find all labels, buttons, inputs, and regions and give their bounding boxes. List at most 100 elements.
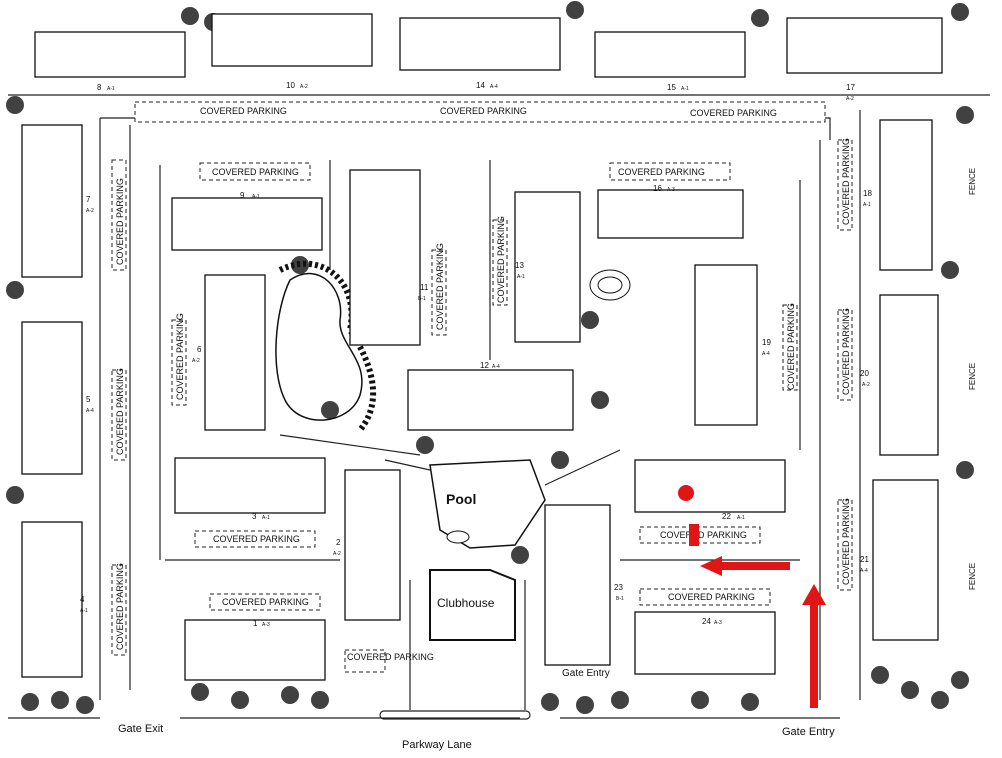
tree-icon <box>511 546 529 564</box>
building-2: 2 A-2 <box>333 469 401 621</box>
covered-parking-label: COVERED PARKING <box>213 534 300 544</box>
tree-icon <box>901 681 919 699</box>
building-number: 17 <box>846 83 855 92</box>
tree-icon <box>941 261 959 279</box>
tree-icon <box>576 696 594 714</box>
building-type: A-2 <box>333 551 341 557</box>
building-type: A-4 <box>492 364 500 370</box>
covered-parking-label: COVERED PARKING <box>841 138 851 225</box>
building-type: A-1 <box>262 515 270 521</box>
building-6: 6 A-2 <box>192 274 266 431</box>
covered-parking-label: COVERED PARKING <box>115 368 125 455</box>
place-labels: Gate Exit Parkway Lane Gate Entry Gate E… <box>118 168 977 751</box>
tree-icon <box>951 671 969 689</box>
inner-gate-entry-label: Gate Entry <box>562 668 610 679</box>
covered-parking-label: COVERED PARKING <box>115 178 125 265</box>
covered-parking-label: COVERED PARKING <box>660 530 747 540</box>
building-5: 5 A-4 <box>21 321 94 475</box>
building-number: 21 <box>860 555 869 564</box>
building-number: 1 <box>253 619 258 628</box>
building-type: B-1 <box>418 296 426 302</box>
building-17: 17 A-2 <box>786 17 943 102</box>
building-type: A-4 <box>86 408 94 414</box>
covered-parking-label: COVERED PARKING <box>668 592 755 602</box>
tree-icon <box>51 691 69 709</box>
building-number: 7 <box>86 195 91 204</box>
tree-icon <box>191 683 209 701</box>
building-number: 14 <box>476 81 485 90</box>
direction-arrow-up-icon <box>802 584 826 708</box>
location-dot-marker <box>678 485 694 501</box>
building-type: A-1 <box>737 515 745 521</box>
covered-parking-label: COVERED PARKING <box>212 167 299 177</box>
building-11: 11 B-1 <box>349 169 429 346</box>
tree-icon <box>321 401 339 419</box>
building-number: 2 <box>336 538 341 547</box>
building-type: A-4 <box>490 84 498 90</box>
buildings-layer: 8 A-1 10 A-2 14 A-4 15 A-1 17 A-2 <box>21 13 943 681</box>
building-number: 9 <box>240 191 245 200</box>
tree-icon <box>591 391 609 409</box>
covered-parking-label: COVERED PARKING <box>115 563 125 650</box>
building-number: 5 <box>86 395 91 404</box>
building-type: A-1 <box>252 194 260 200</box>
building-number: 12 <box>480 361 489 370</box>
building-type: A-2 <box>862 382 870 388</box>
pool-area: Pool Clubhouse <box>275 260 631 641</box>
tree-icon <box>281 686 299 704</box>
building-number: 4 <box>80 595 85 604</box>
building-number: 10 <box>286 81 295 90</box>
building-number: 11 <box>420 283 429 292</box>
tree-icon <box>611 691 629 709</box>
building-8: 8 A-1 <box>34 31 186 92</box>
tree-icon <box>311 691 329 709</box>
building-number: 16 <box>653 184 662 193</box>
building-15: 15 A-1 <box>594 31 746 92</box>
pool-label: Pool <box>446 491 476 507</box>
tree-icon <box>551 451 569 469</box>
building-type: A-1 <box>681 86 689 92</box>
building-16: 16 A-3 <box>597 184 744 239</box>
building-1: 1 A-3 <box>184 619 326 681</box>
tree-icon <box>566 1 584 19</box>
covered-parking-label: COVERED PARKING <box>618 167 705 177</box>
fence-label: FENCE <box>968 168 977 195</box>
building-type: A-2 <box>300 84 308 90</box>
tree-icon <box>541 693 559 711</box>
covered-parking-label: COVERED PARKING <box>841 308 851 395</box>
landscape-trees <box>6 1 974 714</box>
covered-parking-label: COVERED PARKING <box>841 498 851 585</box>
tree-icon <box>691 691 709 709</box>
building-number: 20 <box>860 369 869 378</box>
tree-icon <box>956 106 974 124</box>
building-type: B-1 <box>616 596 624 602</box>
building-type: A-1 <box>863 202 871 208</box>
tree-icon <box>416 436 434 454</box>
covered-parking-label: COVERED PARKING <box>200 106 287 116</box>
gate-entry-label: Gate Entry <box>782 726 835 738</box>
tree-icon <box>6 96 24 114</box>
tree-icon <box>291 256 309 274</box>
covered-parking-label: COVERED PARKING <box>786 303 796 390</box>
building-type: A-1 <box>517 274 525 280</box>
building-12: 12 A-4 <box>407 361 574 431</box>
building-type: A-4 <box>860 568 868 574</box>
building-number: 3 <box>252 512 257 521</box>
building-9: 9 A-1 <box>171 191 323 251</box>
building-type: A-1 <box>107 86 115 92</box>
tree-icon <box>956 461 974 479</box>
building-13: 13 A-1 <box>514 191 581 343</box>
clubhouse-label: Clubhouse <box>437 596 495 610</box>
covered-parking-areas: COVERED PARKING COVERED PARKING COVERED … <box>111 101 853 673</box>
building-10: 10 A-2 <box>211 13 373 90</box>
covered-parking-label: COVERED PARKING <box>347 652 434 662</box>
building-number: 8 <box>97 83 102 92</box>
unit-marker <box>689 524 699 546</box>
building-number: 18 <box>863 189 872 198</box>
building-type: A-2 <box>192 358 200 364</box>
tree-icon <box>21 693 39 711</box>
covered-parking-label: COVERED PARKING <box>435 243 445 330</box>
building-22: 22 A-1 <box>634 459 786 521</box>
covered-parking-label: COVERED PARKING <box>222 597 309 607</box>
